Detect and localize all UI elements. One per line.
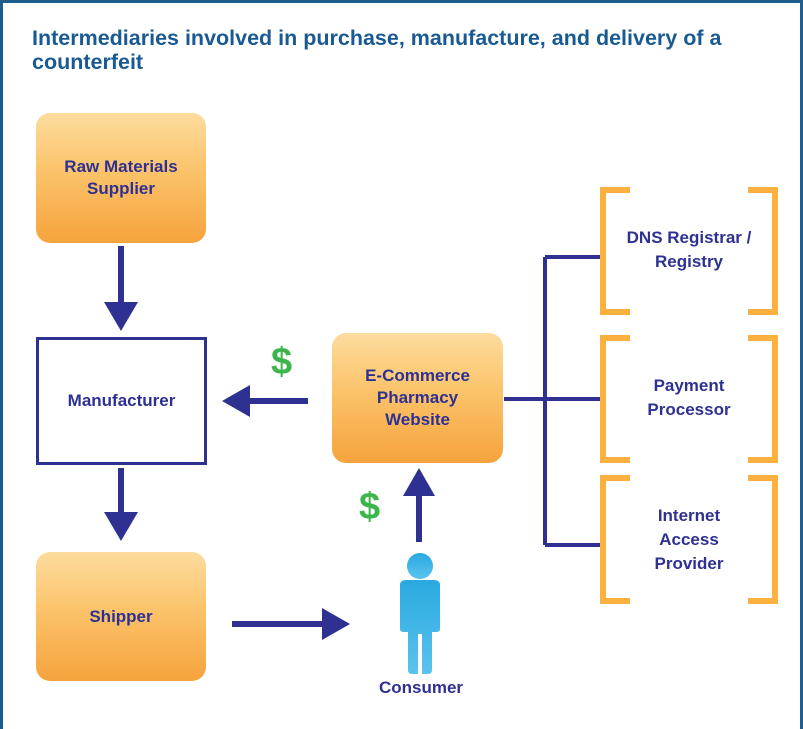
manufacturer-box: Manufacturer <box>36 337 207 465</box>
connector-ecommerce-to-intermediaries <box>504 255 602 547</box>
consumer-label: Consumer <box>378 678 464 697</box>
arrow-consumer-to-ecommerce <box>403 468 435 542</box>
ecommerce-pharmacy-label: E-Commerce Pharmacy Website <box>365 366 470 429</box>
shipper-label: Shipper <box>89 606 153 626</box>
arrow-raw-to-manufacturer <box>104 246 138 331</box>
bracket-dns <box>600 187 778 315</box>
person-icon <box>400 553 440 674</box>
diagram-title: Intermediaries involved in purchase, man… <box>32 26 722 74</box>
arrow-ecommerce-to-manufacturer <box>222 385 308 417</box>
manufacturer-label: Manufacturer <box>67 391 176 410</box>
ecommerce-pharmacy-box: E-Commerce Pharmacy Website <box>332 333 503 463</box>
dollar-sign-from-consumer: $ <box>359 486 381 528</box>
bracket-internet <box>600 475 778 604</box>
dns-registrar-label: DNS Registrar / Registry <box>626 228 752 271</box>
dollar-sign-to-manufacturer: $ <box>271 341 293 383</box>
payment-processor-label: Payment Processor <box>647 376 731 419</box>
shipper-box: Shipper <box>36 552 206 681</box>
raw-materials-supplier-box: Raw Materials Supplier <box>36 113 206 243</box>
arrow-shipper-to-consumer <box>232 608 350 640</box>
internet-access-provider-label: Internet Access Provider <box>654 506 724 573</box>
bracket-payment <box>600 335 778 463</box>
raw-materials-supplier-label: Raw Materials Supplier <box>64 157 178 198</box>
arrow-manufacturer-to-shipper <box>104 468 138 541</box>
